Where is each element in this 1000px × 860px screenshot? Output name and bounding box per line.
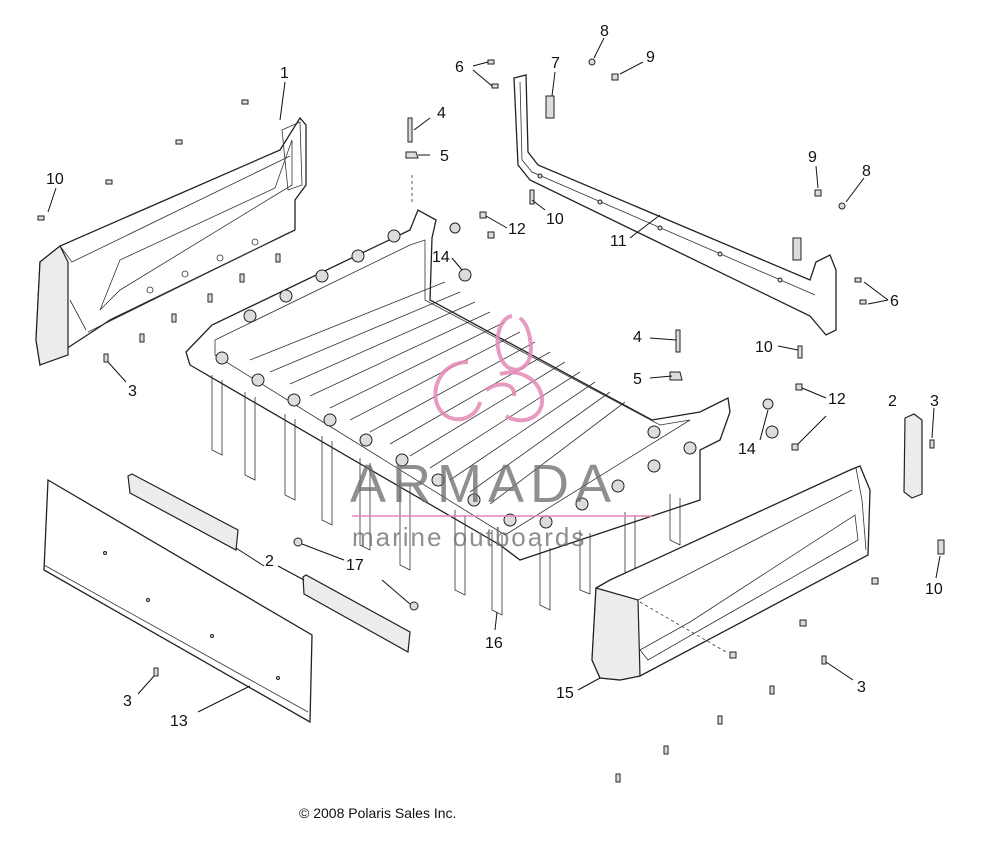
callout-17: 17 (346, 557, 364, 574)
callout-10-left: 10 (46, 171, 64, 188)
copyright-notice: © 2008 Polaris Sales Inc. (299, 805, 457, 821)
pad-parts (127, 413, 923, 653)
callout-9-top: 9 (646, 49, 655, 66)
callout-6-right: 6 (890, 293, 899, 310)
fasteners (37, 58, 945, 783)
watermark-brand: ARMADA (350, 454, 617, 514)
callout-2-right: 2 (888, 393, 897, 410)
callout-2-left: 2 (265, 553, 274, 570)
tailgate-frame-part (513, 74, 837, 336)
tailgate-panel-part (43, 478, 313, 724)
rear-panel-part (591, 465, 871, 681)
callout-3-bottom-left: 3 (123, 693, 132, 710)
callout-9-right: 9 (808, 149, 817, 166)
callout-3-right-bottom: 3 (857, 679, 866, 696)
callout-12-top: 12 (508, 221, 526, 238)
callout-7: 7 (551, 55, 560, 72)
callout-8-right: 8 (862, 163, 871, 180)
callout-3-right-top: 3 (930, 393, 939, 410)
callout-15: 15 (556, 685, 574, 702)
callout-8-top: 8 (600, 23, 609, 40)
callout-3-left: 3 (128, 383, 137, 400)
callout-16: 16 (485, 635, 503, 652)
callout-labels: 1 2 2 3 3 3 3 4 4 5 5 6 6 7 8 8 9 9 10 1… (46, 23, 943, 730)
callout-14-right: 14 (738, 441, 756, 458)
callout-1: 1 (280, 65, 289, 82)
callout-10-top: 10 (546, 211, 564, 228)
leader-lines (47, 37, 941, 713)
callout-5-top: 5 (440, 148, 449, 165)
callout-4-top: 4 (437, 105, 446, 122)
callout-6-top: 6 (455, 59, 464, 76)
callout-10-right: 10 (925, 581, 943, 598)
callout-5-mid: 5 (633, 371, 642, 388)
callout-13: 13 (170, 713, 188, 730)
armada-watermark: ARMADA marine outboards (350, 314, 652, 552)
callout-12-right: 12 (828, 391, 846, 408)
callout-4-mid: 4 (633, 329, 642, 346)
callout-11: 11 (610, 233, 627, 250)
cargo-box-part (185, 209, 731, 616)
watermark-tagline: marine outboards (352, 522, 586, 552)
callout-14-top: 14 (432, 249, 450, 266)
callout-10-mid: 10 (755, 339, 773, 356)
front-panel-part (35, 116, 307, 367)
